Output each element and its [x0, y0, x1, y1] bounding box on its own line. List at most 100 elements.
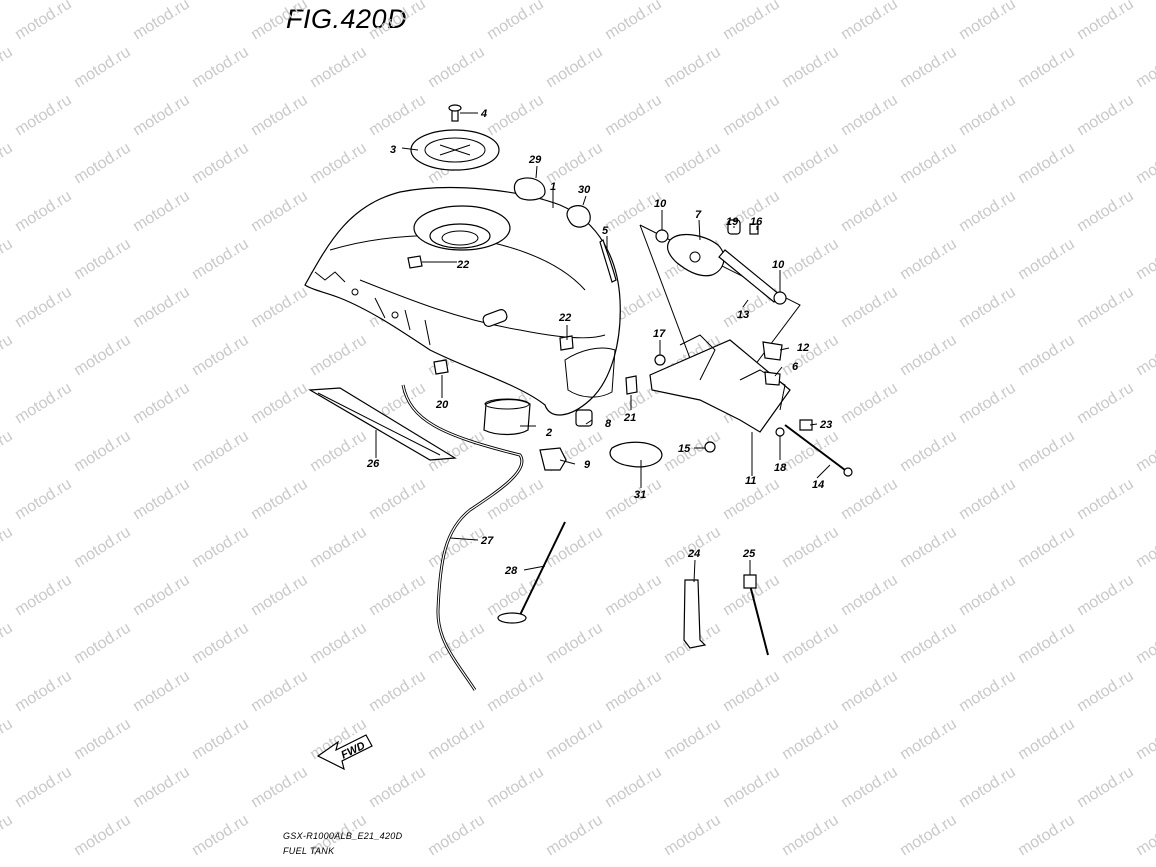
callout-22a: 22: [456, 259, 469, 271]
callout-4: 4: [480, 108, 487, 120]
watermark-text: motod.ru: [307, 524, 370, 572]
drain-hose-drawing: [401, 384, 524, 691]
watermark-text: motod.ru: [71, 332, 134, 380]
watermark-text: motod.ru: [779, 716, 842, 764]
watermark-text: motod.ru: [71, 716, 134, 764]
watermark-text: motod.ru: [366, 668, 429, 716]
watermark-text: motod.ru: [838, 188, 901, 236]
watermark-text: motod.ru: [661, 428, 724, 476]
callout-30: 30: [578, 184, 591, 196]
watermark-text: motod.ru: [12, 284, 75, 332]
watermark-text: motod.ru: [838, 380, 901, 428]
watermark-text: motod.ru: [189, 140, 252, 188]
watermark-text: motod.ru: [1015, 428, 1078, 476]
watermark-text: motod.ru: [838, 668, 901, 716]
watermark-text: motod.ru: [307, 44, 370, 92]
watermark-text: motod.ru: [71, 236, 134, 284]
watermark-text: motod.ru: [425, 524, 488, 572]
watermark-text: motod.ru: [366, 572, 429, 620]
watermark-text: motod.ru: [0, 236, 16, 284]
watermark-text: motod.ru: [720, 764, 783, 812]
watermark-text: motod.ru: [0, 44, 16, 92]
callout-22b: 22: [558, 312, 571, 324]
callout-10b: 10: [772, 259, 785, 271]
watermark-text: motod.ru: [425, 44, 488, 92]
callout-26: 26: [366, 458, 380, 470]
watermark-text: motod.ru: [484, 668, 547, 716]
watermark-text: motod.ru: [0, 524, 16, 572]
watermark-text: motod.ru: [956, 668, 1019, 716]
sensor-drawing: [497, 521, 566, 624]
watermark-text: motod.ru: [307, 428, 370, 476]
watermark-text: motod.ru: [484, 0, 547, 43]
watermark-text: motod.ru: [248, 764, 311, 812]
watermark-text: motod.ru: [1133, 332, 1156, 380]
callout-8: 8: [605, 418, 612, 430]
watermark-text: motod.ru: [1133, 620, 1156, 668]
callout-14: 14: [812, 479, 824, 491]
callout-24: 24: [687, 548, 700, 560]
watermark-text: motod.ru: [307, 332, 370, 380]
watermark-text: motod.ru: [602, 668, 665, 716]
watermark-text: motod.ru: [838, 476, 901, 524]
watermark-text: motod.ru: [248, 668, 311, 716]
watermark-text: motod.ru: [130, 0, 193, 43]
watermark-text: motod.ru: [956, 764, 1019, 812]
watermark-text: motod.ru: [779, 44, 842, 92]
watermark-text: motod.ru: [366, 764, 429, 812]
watermark-text: motod.ru: [307, 620, 370, 668]
callout-25: 25: [742, 548, 756, 560]
watermark-text: motod.ru: [1074, 380, 1137, 428]
watermark-text: motod.ru: [602, 764, 665, 812]
watermark-text: motod.ru: [130, 476, 193, 524]
watermark-text: motod.ru: [602, 92, 665, 140]
watermark-text: motod.ru: [1074, 476, 1137, 524]
callout-27: 27: [480, 535, 494, 547]
watermark-text: motod.ru: [838, 572, 901, 620]
watermark-text: motod.ru: [248, 476, 311, 524]
watermark-text: motod.ru: [897, 620, 960, 668]
watermark-text: motod.ru: [956, 188, 1019, 236]
watermark-text: motod.ru: [1133, 716, 1156, 764]
watermark-text: motod.ru: [720, 0, 783, 43]
watermark-text: motod.ru: [897, 332, 960, 380]
watermark-text: motod.ru: [71, 44, 134, 92]
watermark-text: motod.ru: [897, 140, 960, 188]
callout-labels: 1 2 3 4 5 6 7 8 9 10 10 11 12 13 14 15 1…: [366, 108, 832, 577]
watermark-text: motod.ru: [12, 668, 75, 716]
watermark-text: motod.ru: [661, 44, 724, 92]
watermark-text: motod.ru: [661, 140, 724, 188]
watermark-text: motod.ru: [130, 668, 193, 716]
watermark-text: motod.ru: [779, 140, 842, 188]
callout-3: 3: [390, 144, 396, 156]
figure-title: FIG.420D: [286, 4, 408, 34]
filler-cap-drawing: [410, 104, 500, 171]
watermark-text: motod.ru: [1015, 812, 1078, 860]
watermark-text: motod.ru: [1074, 764, 1137, 812]
watermark-text: motod.ru: [543, 716, 606, 764]
watermark-text: motod.ru: [897, 812, 960, 860]
watermark-text: motod.ru: [130, 380, 193, 428]
callout-15: 15: [678, 443, 691, 455]
watermark-text: motod.ru: [1133, 236, 1156, 284]
watermark-text: motod.ru: [1133, 140, 1156, 188]
watermark-text: motod.ru: [956, 92, 1019, 140]
watermark-text: motod.ru: [189, 524, 252, 572]
callout-13: 13: [737, 309, 749, 321]
watermark-text: motod.ru: [779, 620, 842, 668]
callout-11: 11: [745, 475, 756, 487]
watermark-text: motod.ru: [1074, 92, 1137, 140]
watermark-text: motod.ru: [779, 524, 842, 572]
watermark-text: motod.ru: [1015, 236, 1078, 284]
watermark-text: motod.ru: [1015, 44, 1078, 92]
watermark-text: motod.ru: [1015, 620, 1078, 668]
watermark-text: motod.ru: [956, 380, 1019, 428]
watermark-text: motod.ru: [0, 428, 16, 476]
watermark-text: motod.ru: [1133, 44, 1156, 92]
watermark-text: motod.ru: [602, 188, 665, 236]
callout-31: 31: [634, 489, 646, 501]
callout-17: 17: [653, 328, 666, 340]
watermark-text: motod.ru: [71, 524, 134, 572]
watermark-text: motod.ru: [307, 140, 370, 188]
